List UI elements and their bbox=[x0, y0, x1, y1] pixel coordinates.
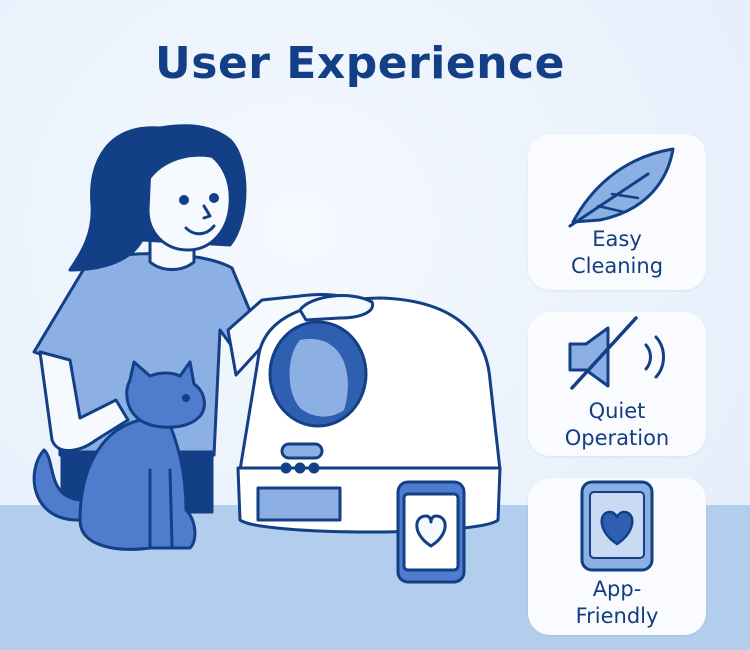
cat-illustration bbox=[32, 360, 206, 551]
feature-card-quiet-operation: Quiet Operation bbox=[528, 312, 706, 456]
feather-icon bbox=[568, 147, 675, 228]
smartphone-illustration bbox=[396, 480, 466, 584]
woman-illustration bbox=[32, 124, 372, 514]
page-title: User Experience bbox=[155, 38, 565, 89]
phone-heart-icon bbox=[580, 480, 654, 572]
hand-illustration bbox=[298, 294, 375, 322]
feature-label: App- Friendly bbox=[575, 577, 659, 628]
feature-label: Easy Cleaning bbox=[570, 227, 664, 278]
speaker-muted-icon bbox=[568, 316, 665, 390]
feature-card-app-friendly: App- Friendly bbox=[528, 478, 706, 635]
feature-label: Quiet Operation bbox=[564, 399, 670, 450]
feature-card-easy-cleaning: Easy Cleaning bbox=[528, 134, 706, 290]
